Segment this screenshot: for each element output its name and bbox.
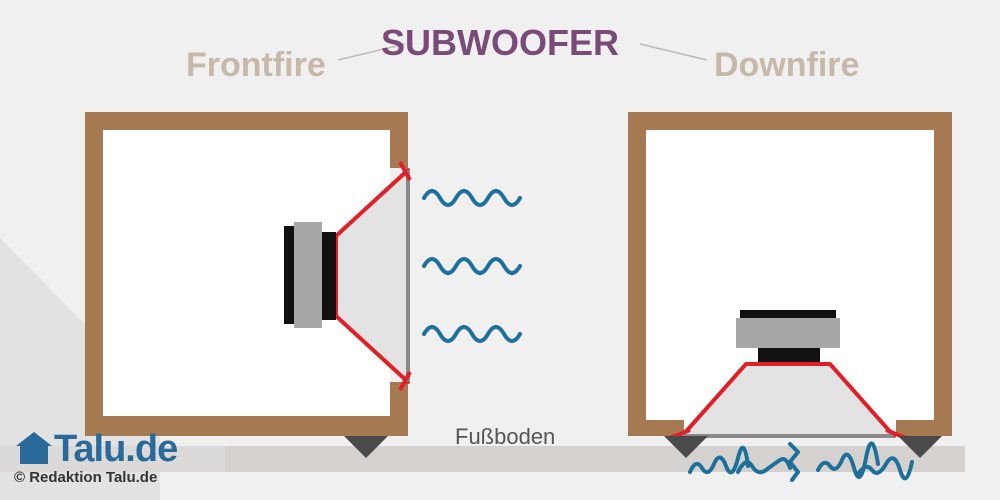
- downfire-magnet-top: [740, 310, 836, 318]
- downfire-subwoofer: [628, 112, 952, 458]
- downfire-foot-right: [898, 436, 942, 458]
- sound-wave-2: [422, 257, 522, 275]
- brand-name: Talu.de: [54, 428, 178, 470]
- downfire-magnet-bottom: [758, 348, 820, 364]
- floor-wave-5: [856, 456, 914, 481]
- house-icon-body: [20, 446, 48, 464]
- downfire-sound-waves: [688, 441, 914, 482]
- floor-wave-1: [688, 445, 750, 475]
- frontfire-subwoofer: [85, 112, 412, 458]
- frontfire-foot: [344, 436, 388, 458]
- title-connector-right: [639, 43, 708, 61]
- floor-wave-3: [788, 442, 800, 482]
- house-icon: [16, 432, 52, 464]
- frontfire-magnet-back: [322, 232, 336, 320]
- frontfire-magnet: [294, 222, 322, 328]
- diagram-title: SUBWOOFER: [381, 22, 619, 63]
- brand-logo: Talu.de: [54, 428, 178, 471]
- sound-wave-3: [422, 325, 522, 343]
- frontfire-surround-bottom: [398, 371, 412, 391]
- frontfire-magnet-plate: [284, 226, 294, 324]
- downfire-foot-left: [664, 436, 708, 458]
- floor-wave-2: [736, 457, 792, 475]
- frontfire-surround-top: [398, 161, 412, 181]
- sound-wave-1: [422, 189, 522, 207]
- floor-wave-4: [816, 441, 880, 479]
- credit-text: © Redaktion Talu.de: [14, 469, 158, 486]
- floor-label: Fußboden: [455, 424, 556, 449]
- frontfire-label: Frontfire: [186, 46, 326, 84]
- house-icon-roof: [16, 432, 52, 446]
- title-connector-left: [337, 43, 406, 61]
- frontfire-baffle-top: [390, 150, 408, 168]
- frontfire-sound-waves: [422, 189, 522, 343]
- downfire-magnet: [736, 318, 840, 348]
- downfire-label: Downfire: [714, 46, 860, 84]
